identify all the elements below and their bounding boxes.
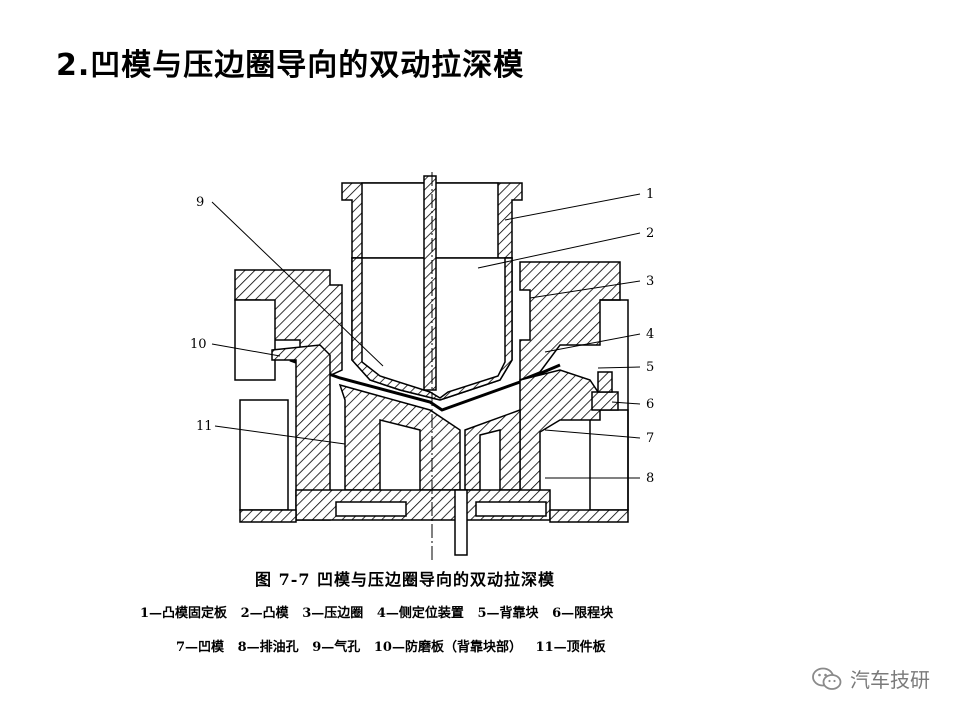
wechat-icon [812,667,842,690]
leader-2 [477,232,641,269]
callout-11: 11 [196,419,213,434]
legend-line-1: 1—凸模固定板 2—凸模 3—压边圈 4—侧定位装置 5—背靠块 6—限程块 [140,606,614,621]
callout-5: 5 [646,360,654,375]
callout-9: 9 [196,195,204,210]
leader-5 [597,366,641,369]
callout-1: 1 [646,187,654,202]
callout-7: 7 [646,431,654,446]
leader-4 [544,333,641,353]
callout-8: 8 [646,471,654,486]
callout-3: 3 [646,274,654,289]
legend-line-2: 7—凹模 8—排油孔 9—气孔 10—防磨板（背靠块部） 11—顶件板 [176,640,606,655]
ejector-plate [338,383,461,491]
leader-9 [211,201,384,367]
leader-11 [214,425,346,445]
leader-1 [504,193,641,221]
callout-6: 6 [646,397,654,412]
figure-caption: 图 7-7 凹模与压边圈导向的双动拉深模 [255,570,556,589]
leader-3 [529,280,641,299]
watermark-text: 汽车技研 [850,668,930,692]
callout-4: 4 [646,327,654,342]
slide-title: 2.凹模与压边圈导向的双动拉深模 [56,48,525,83]
leader-7 [544,429,641,439]
callout-2: 2 [646,226,654,241]
callout-10: 10 [190,337,207,352]
watermark: 汽车技研 [812,664,930,693]
leader-10 [211,343,281,357]
leader-6 [611,401,641,405]
